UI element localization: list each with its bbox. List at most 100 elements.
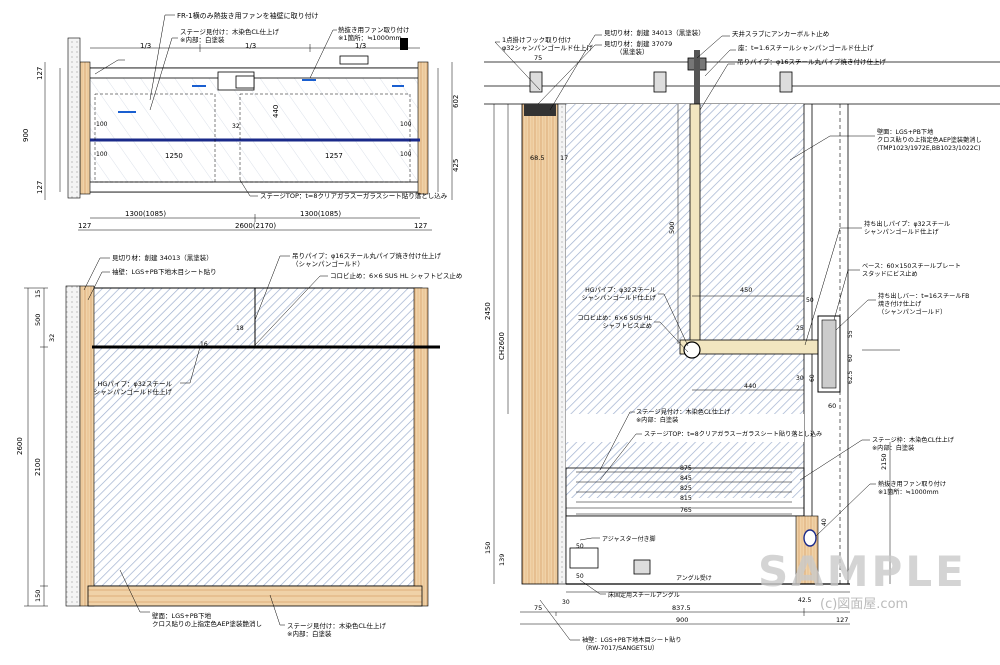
fan-note: 熱抜き用ファン取り付け xyxy=(878,480,946,488)
dim-label: 825 xyxy=(680,485,692,492)
dim-label: 2150 xyxy=(880,453,888,470)
dim-label: 1300(1085) xyxy=(300,210,341,218)
dim-label: 100 xyxy=(400,121,412,128)
dim-label: 1300(1085) xyxy=(125,210,166,218)
stage-top-note: ステージTOP：t=8クリアガラスーガラスシート貼り落とし込み xyxy=(260,191,448,200)
dim-label: 150 xyxy=(34,590,42,602)
wall-note-2: クロス貼りの上指定色AEP塗装艶消し xyxy=(877,136,982,144)
copyright-text: (c)図面屋.com xyxy=(820,597,908,612)
dim-label: 2100 xyxy=(34,458,42,476)
third-label: 1/3 xyxy=(355,42,366,50)
stage-note: ステージ見付け：木染色CL仕上げ xyxy=(636,408,731,416)
adjuster-note: アジャスター付き脚 xyxy=(602,535,655,543)
dim-label: 127 xyxy=(36,181,44,194)
top-view: FR-1横のみ熱抜き用ファンを袖壁に取り付け ステージ見付け：木染色CL仕上げ … xyxy=(22,11,460,231)
section-view: 1点掛けフック取り付け φ32シャンパンゴールド仕上げ 見切り材：創建 3401… xyxy=(484,28,1000,652)
dim-label: 815 xyxy=(680,495,692,502)
dim-label: 139 xyxy=(498,554,506,566)
dim-label: 62.5 xyxy=(847,370,854,384)
dim-label: 18 xyxy=(236,325,244,332)
bar-note: 持ち出しバー：t=16スチールFB xyxy=(878,292,969,300)
dim-label: 32 xyxy=(232,123,240,130)
hg-note-2: シャンパンゴールド仕上げ xyxy=(581,294,656,302)
dim-label: 2600 xyxy=(16,437,24,455)
dim-label: 17 xyxy=(560,154,568,162)
stage-frame-note: ステージ枠：木染色CL仕上げ xyxy=(872,436,955,444)
dim-label: 440 xyxy=(744,382,756,390)
hang-pipe-note: 吊りパイプ：φ16スチール丸パイプ焼き付け仕上げ xyxy=(292,251,442,260)
dim-label: 900 xyxy=(22,129,30,142)
front-view: 見切り材：創建 34013（黒塗装） 袖壁：LGS+PB下地木目シート貼り 吊り… xyxy=(16,251,462,638)
stage-trim-note: ステージ見付け：木染色CL仕上げ xyxy=(180,27,280,36)
hang-pipe-note: 吊りパイプ：φ16スチール丸パイプ焼き付け仕上げ xyxy=(737,57,887,66)
screw-note: コロビ止め：6×6 SUS HL シャフトビス止め xyxy=(330,271,462,280)
dim-label: 60 xyxy=(828,402,836,410)
dim-label: 42.5 xyxy=(798,597,812,604)
wall-note-2: クロス貼りの上指定色AEP塗装艶消し xyxy=(152,619,262,628)
dim-label: 50 xyxy=(806,297,814,304)
stage-frame-note-2: ※内部：白塗装 xyxy=(872,444,914,452)
dim-label: 2450 xyxy=(484,302,492,320)
dim-label: 900 xyxy=(676,616,688,624)
wall-note: 壁面：LGS+PB下地 xyxy=(877,128,933,136)
hg-pipe-note-2: シャンパンゴールド仕上げ xyxy=(94,387,173,396)
angle-note: アングル受け xyxy=(676,574,712,582)
third-label: 1/3 xyxy=(140,42,151,50)
dim-label: 837.5 xyxy=(672,604,691,612)
bracket-note-2: シャンパンゴールド仕上げ xyxy=(864,228,939,236)
dim-label: 60 xyxy=(847,354,854,362)
dim-label: 1257 xyxy=(325,152,343,160)
dim-label: 450 xyxy=(740,286,752,294)
dim-label: 440 xyxy=(272,105,280,118)
dim-label: 30 xyxy=(796,375,804,382)
dim-label: 55 xyxy=(847,330,854,338)
dim-label: CH2600 xyxy=(498,332,506,360)
stage-note-2: ※内部：白塗装 xyxy=(287,629,332,638)
bracket-note: 持ち出しパイプ：φ32スチール xyxy=(864,220,950,228)
wall-note-3: (TMP1023/1972E,BB1023/1022C) xyxy=(877,145,981,152)
dim-label: 127 xyxy=(78,222,91,230)
watermark: SAMPLE (c)図面屋.com xyxy=(758,547,967,612)
dim-label: 32 xyxy=(48,334,56,342)
dim-label: 127 xyxy=(36,67,44,80)
stage-top-note: ステージTOP：t=8クリアガラスーガラスシート貼り落とし込み xyxy=(644,430,822,438)
fan-mount-note: FR-1横のみ熱抜き用ファンを袖壁に取り付け xyxy=(177,11,319,20)
dim-label: 25 xyxy=(796,325,804,332)
side-wall-note: 袖壁：LGS+PB下地木目シート貼り xyxy=(112,267,217,276)
hook-note: 1点掛けフック取り付け xyxy=(502,35,571,44)
dim-label: 16 xyxy=(200,341,208,348)
dim-label: 75 xyxy=(534,604,542,612)
dim-label: 127 xyxy=(414,222,427,230)
side-wall-note-2: （RW-7017/SANGETSU） xyxy=(582,645,658,652)
hook-note-2: φ32シャンパンゴールド仕上げ xyxy=(502,43,593,52)
fan-note-2: ※1箇所：≒1000mm xyxy=(878,488,939,496)
dim-label: 127 xyxy=(836,616,848,624)
stage-trim-note-2: ※内部：白塗装 xyxy=(180,35,225,44)
dim-label: 1250 xyxy=(165,152,183,160)
trim-note: 見切り材：創建 34013（黒塗装） xyxy=(112,253,213,262)
trim-b-note-2: （黒塗装） xyxy=(616,47,649,56)
base-note: ベース：60×150スチールプレート xyxy=(862,263,961,270)
dim-label: 100 xyxy=(96,151,108,158)
trim-b-note: 見切り材：創建 37079 xyxy=(604,39,672,48)
plate-note: 座：t=1.6スチールシャンパンゴールド仕上げ xyxy=(738,43,874,52)
dim-label: 602 xyxy=(452,95,460,108)
dim-label: 425 xyxy=(452,159,460,172)
dim-label: 15 xyxy=(34,290,42,298)
watermark-text: SAMPLE xyxy=(758,547,967,596)
fixing-note: 床固定用スチールアングル xyxy=(608,591,680,599)
dim-label: 30 xyxy=(562,599,570,606)
hang-pipe-note-2: （シャンパンゴールド） xyxy=(292,259,364,268)
screw-note-2: シャフトビス止め xyxy=(603,322,653,330)
dim-label: 75 xyxy=(534,54,542,62)
fan-note-2: ※1箇所：≒1000mm xyxy=(338,33,402,42)
base-note-2: スタッドにビス止め xyxy=(862,270,918,278)
dim-label: 765 xyxy=(680,507,692,514)
wall-note: 壁面：LGS+PB下地 xyxy=(152,611,212,620)
dim-label: 50 xyxy=(576,573,584,580)
hg-note: HGパイプ：φ32スチール xyxy=(585,287,656,294)
dim-label: 500 xyxy=(668,222,676,234)
bar-note-2: 焼き付け仕上げ xyxy=(878,300,922,308)
trim-a-note: 見切り材：創建 34013（黒塗装） xyxy=(604,28,705,37)
